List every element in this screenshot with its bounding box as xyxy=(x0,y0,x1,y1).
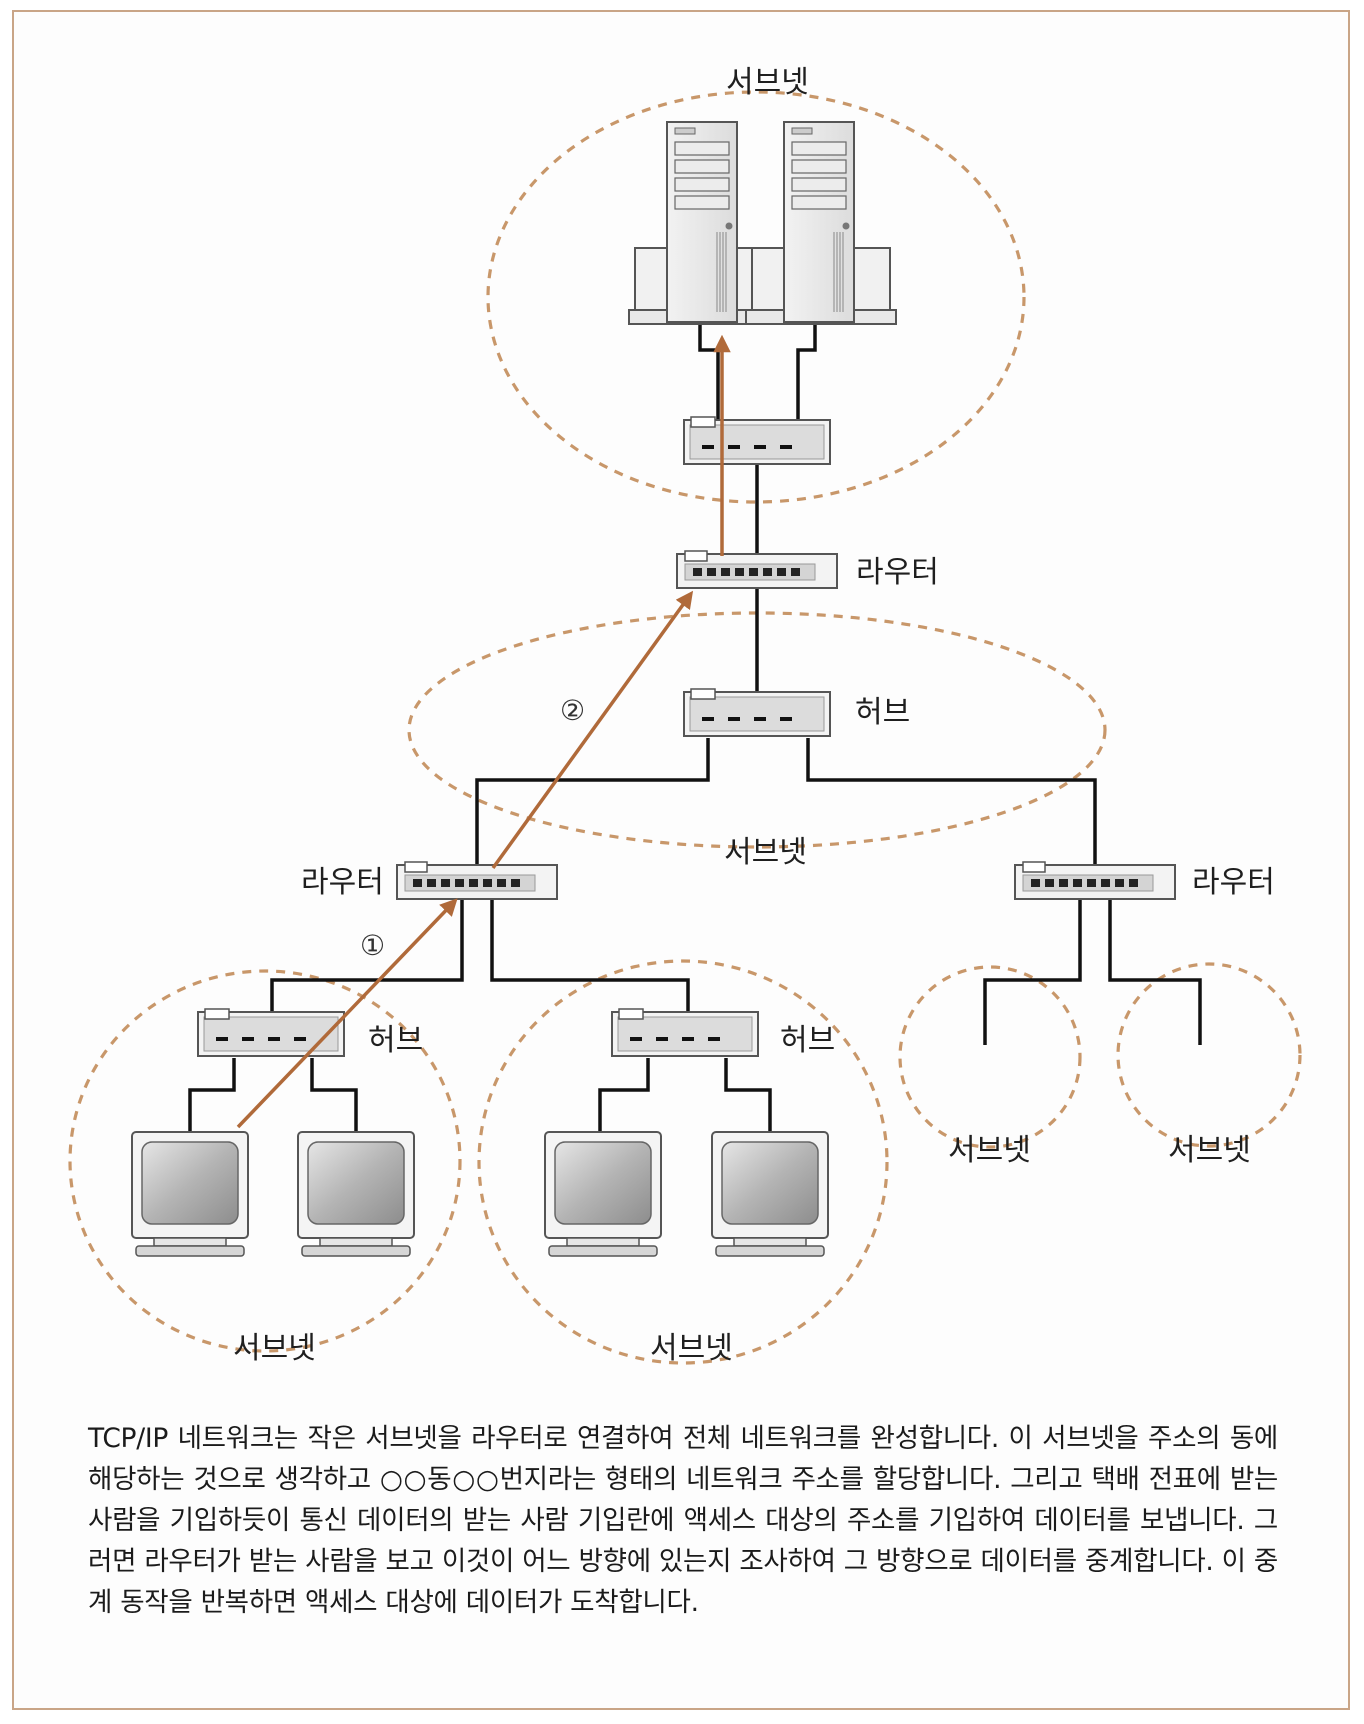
subnet-label-right-b: 서브넷 xyxy=(1168,1133,1251,1168)
step-2-marker: ② xyxy=(560,694,585,727)
subnet-label-core: 서브넷 xyxy=(724,835,807,870)
subnet-outline-right-a xyxy=(900,967,1080,1147)
left-hub-a-icon xyxy=(198,1009,344,1056)
pc-1-icon xyxy=(132,1132,248,1256)
subnet-outline-right-b xyxy=(1118,964,1300,1146)
router-label-right: 라우터 xyxy=(1192,865,1275,900)
hub-label-left-a: 허브 xyxy=(368,1023,423,1058)
server-2-icon xyxy=(746,122,896,324)
right-router-icon xyxy=(1015,862,1175,899)
server-hub-icon xyxy=(684,417,830,464)
pc-3-icon xyxy=(545,1132,661,1256)
subnet-label-left-a: 서브넷 xyxy=(233,1331,316,1366)
figure-caption: TCP/IP 네트워크는 작은 서브넷을 라우터로 연결하여 전체 네트워크를 … xyxy=(88,1418,1278,1623)
hub-label-left-b: 허브 xyxy=(780,1023,835,1058)
core-router-icon xyxy=(677,551,837,588)
arrow-step-2 xyxy=(493,595,690,868)
hub-label-core: 허브 xyxy=(855,695,910,730)
data-path-arrows xyxy=(238,340,722,1127)
subnet-label-left-b: 서브넷 xyxy=(650,1331,733,1366)
core-hub-icon xyxy=(684,689,830,736)
subnet-label-right-a: 서브넷 xyxy=(948,1133,1031,1168)
left-router-icon xyxy=(397,862,557,899)
router-label-left: 라우터 xyxy=(301,865,384,900)
pc-4-icon xyxy=(712,1132,828,1256)
pc-2-icon xyxy=(298,1132,414,1256)
left-hub-b-icon xyxy=(612,1009,758,1056)
step-1-marker: ① xyxy=(360,929,385,962)
subnet-label-servers: 서브넷 xyxy=(726,65,809,100)
router-label-core: 라우터 xyxy=(856,555,939,590)
